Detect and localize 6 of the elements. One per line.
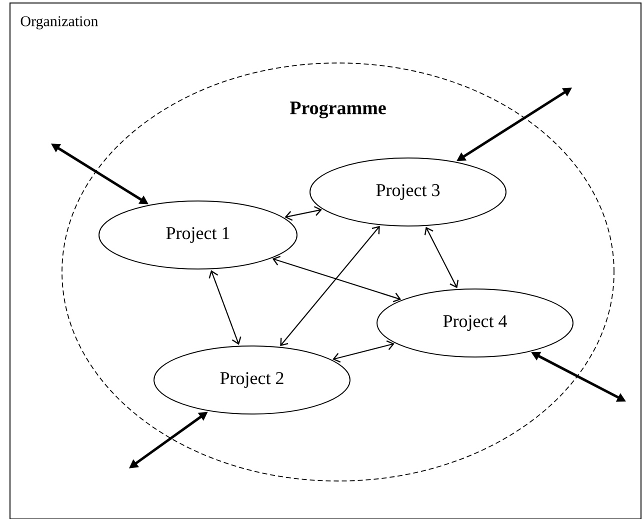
arrow: [208, 270, 242, 345]
arrow: [272, 256, 402, 302]
arrow: [284, 206, 322, 221]
arrow: [280, 226, 380, 346]
arrow: [424, 226, 459, 288]
arrow: [332, 340, 394, 363]
